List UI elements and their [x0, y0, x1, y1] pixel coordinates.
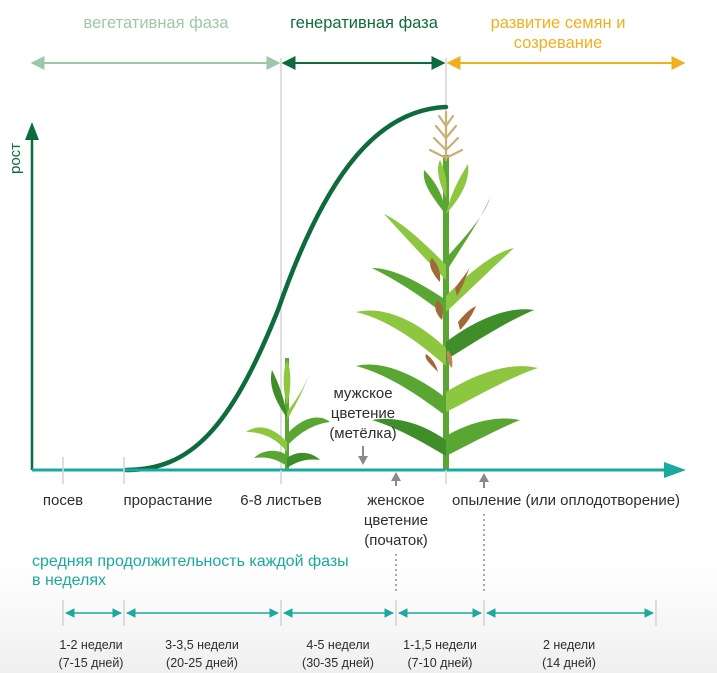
large-corn-plant [356, 110, 538, 470]
male-flowering-line3: (метёлка) [329, 425, 396, 442]
phase-label-seed-line1: развитие семян и [491, 14, 626, 32]
male-flowering-line2: цветение [331, 405, 395, 422]
x-axis-ticks [62, 457, 447, 484]
stage-label-germination: прорастание [123, 492, 212, 509]
stage-label-leaves: 6-8 листьев [240, 492, 322, 509]
duration-4-weeks: 1-1,5 недели [403, 638, 477, 652]
duration-1-weeks: 1-2 недели [59, 638, 122, 652]
stage-label-pollination: опыление (или оплодотворение) [452, 492, 680, 509]
duration-ticks [62, 600, 657, 626]
x-axis [32, 462, 686, 478]
male-flowering-line1: мужское [333, 385, 392, 402]
duration-3-weeks: 4-5 недели [306, 638, 369, 652]
duration-3-days: (30-35 дней) [302, 656, 374, 670]
duration-2-days: (20-25 дней) [166, 656, 238, 670]
female-flowering-line2: цветение [364, 512, 428, 529]
phase-label-vegetative: вегетативная фаза [84, 14, 230, 32]
corn-ears [425, 258, 476, 372]
duration-2-weeks: 3-3,5 недели [165, 638, 239, 652]
small-corn-plant [246, 358, 330, 470]
duration-5-days: (14 дней) [542, 656, 596, 670]
female-flowering-line3: (початок) [364, 532, 428, 549]
duration-title-line1: средняя продолжительность каждой фазы [32, 553, 349, 570]
stage-label-sowing: посев [43, 492, 83, 509]
y-axis-label: рост [7, 143, 24, 174]
phase-label-generative: генеративная фаза [290, 14, 439, 32]
pollination-arrow [479, 473, 489, 488]
duration-4-days: (7-10 дней) [408, 656, 473, 670]
tassel [428, 110, 464, 162]
duration-title-line2: в неделях [32, 572, 106, 589]
duration-1-days: (7-15 дней) [59, 656, 124, 670]
dotted-connectors [395, 514, 485, 593]
y-axis [25, 122, 39, 470]
male-flowering-arrow [358, 446, 368, 465]
growth-curve [123, 104, 449, 473]
duration-5-weeks: 2 недели [543, 638, 595, 652]
female-flowering-arrow [391, 472, 401, 486]
phase-label-seed-line2: созревание [514, 34, 603, 52]
female-flowering-line1: женское [367, 492, 425, 509]
